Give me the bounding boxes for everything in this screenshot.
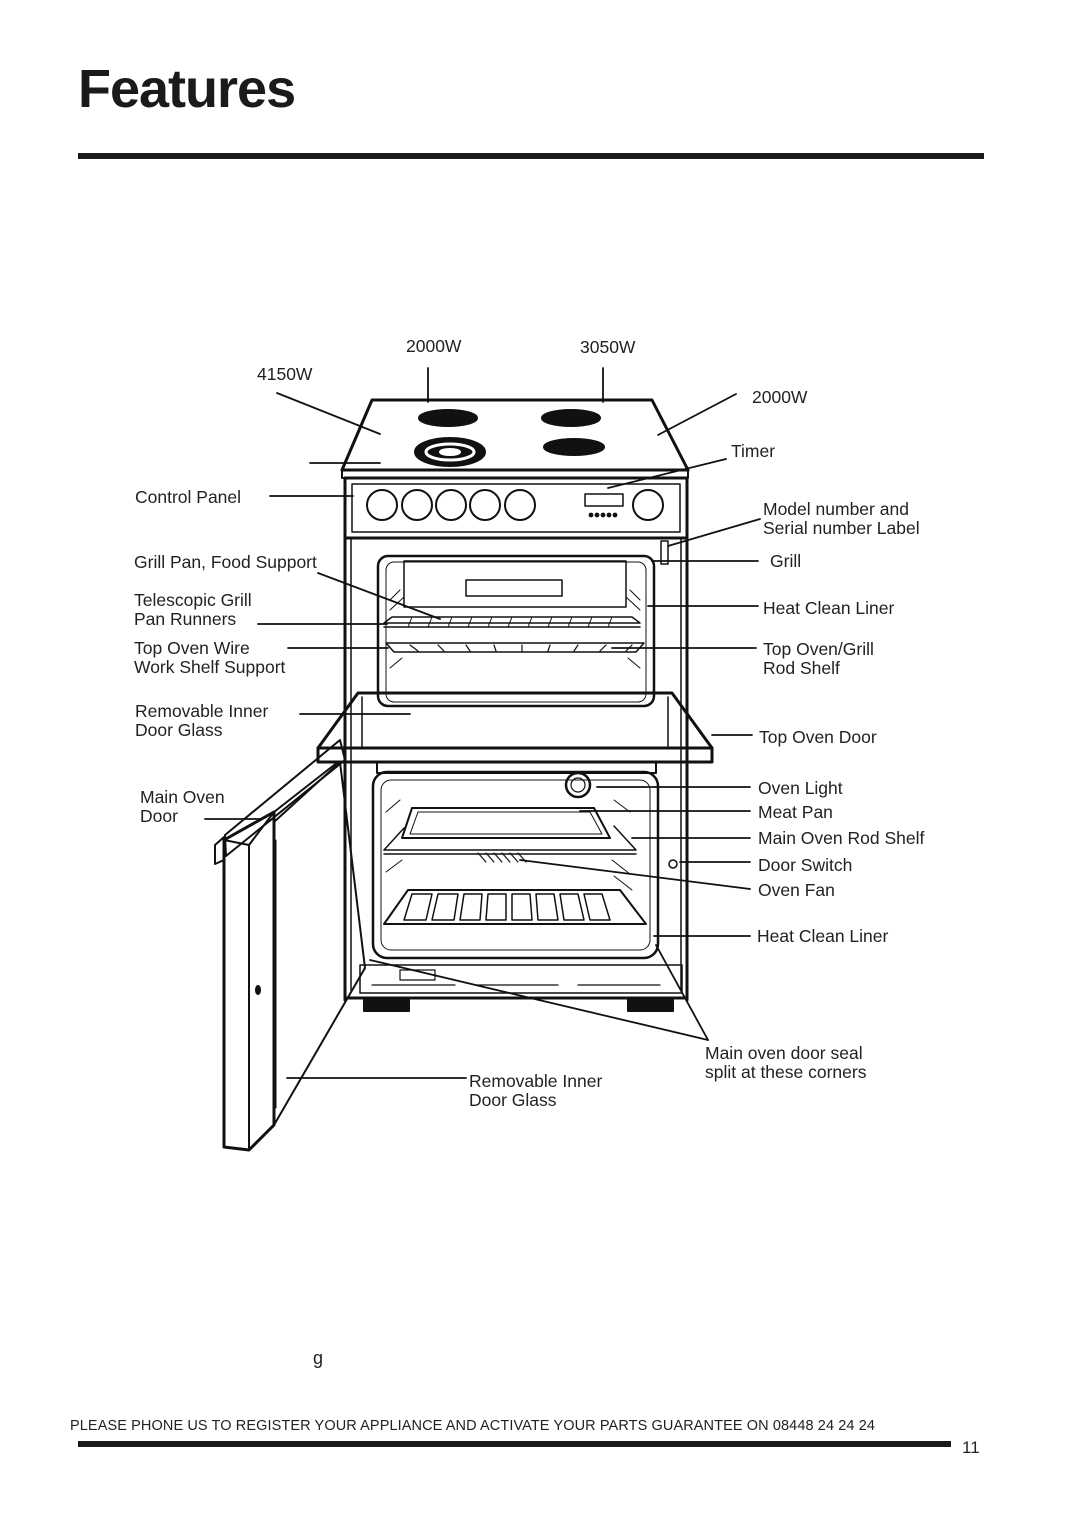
footer-text: PLEASE PHONE US TO REGISTER YOUR APPLIAN… (70, 1418, 876, 1434)
page-number: 11 (962, 1438, 980, 1457)
label-timer: Timer (731, 441, 776, 461)
main-oven-cavity (371, 770, 678, 960)
leader-lines (204, 367, 761, 1079)
label-2000w-left: 2000W (406, 336, 462, 356)
hotplate-rear-right (541, 409, 601, 427)
label-top-rod-shelf: Top Oven/Grill Rod Shelf (763, 639, 874, 678)
label-telescopic-runners: Telescopic Grill Pan Runners (134, 590, 252, 629)
stray-character: g (313, 1348, 324, 1368)
label-oven-light: Oven Light (758, 778, 843, 798)
hotplate-rear-left (418, 409, 478, 427)
label-inner-door-glass-bottom: Removable Inner Door Glass (469, 1071, 603, 1110)
label-oven-fan: Oven Fan (758, 880, 835, 900)
label-grill-pan: Grill Pan, Food Support (134, 552, 317, 572)
title-rule (78, 153, 984, 159)
label-door-switch: Door Switch (758, 855, 853, 875)
label-inner-door-glass-top: Removable Inner Door Glass (135, 701, 269, 740)
cooker-body (343, 536, 689, 1012)
top-oven-cavity (376, 554, 656, 708)
label-3050w: 3050W (580, 337, 636, 357)
top-oven-door (316, 691, 714, 774)
main-oven-door (214, 739, 366, 1152)
label-heat-clean-liner-top: Heat Clean Liner (763, 598, 895, 618)
label-main-oven-door: Main Oven Door (140, 787, 225, 826)
label-2000w-right: 2000W (752, 387, 808, 407)
label-4150w: 4150W (257, 364, 313, 384)
label-meat-pan: Meat Pan (758, 802, 833, 822)
label-door-seal: Main oven door seal split at these corne… (705, 1043, 867, 1082)
label-heat-clean-liner-main: Heat Clean Liner (757, 926, 889, 946)
label-main-rod-shelf: Main Oven Rod Shelf (758, 828, 925, 848)
control-panel (343, 476, 689, 540)
hob (340, 398, 690, 479)
label-model-number: Model number and Serial number Label (763, 499, 920, 538)
label-control-panel: Control Panel (135, 487, 242, 507)
hotplate-front-right (543, 438, 605, 456)
footer-rule (78, 1441, 951, 1447)
label-wire-shelf-support: Top Oven Wire Work Shelf Support (134, 638, 286, 677)
label-grill: Grill (770, 551, 802, 571)
label-top-oven-door: Top Oven Door (759, 727, 877, 747)
page-title: Features (78, 59, 296, 119)
